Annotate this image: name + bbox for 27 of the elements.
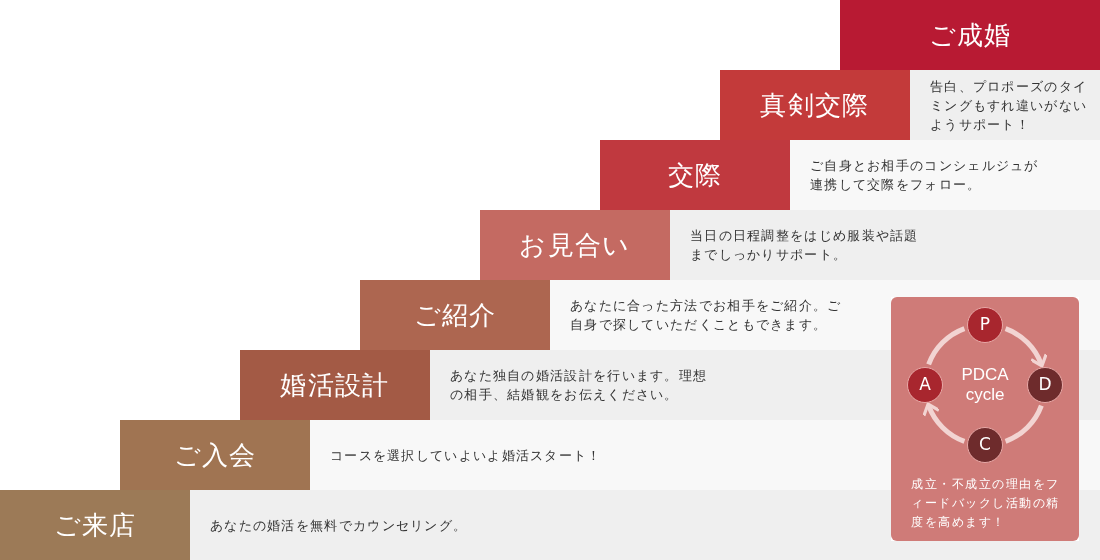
cycle-arrow [1004,326,1048,368]
step-title: 真剣交際 [720,70,910,140]
step-description: 当日の日程調整をはじめ服装や話題までしっかりサポート。 [690,227,920,264]
step-title: ご来店 [0,490,190,560]
step-description: あなた独自の婚活設計を行います。理想の相手、結婚観をお伝えください。 [450,367,709,404]
step-band [480,210,1100,280]
panel-note: 成立・不成立の理由をフィードバックし活動の精度を高めます！ [911,476,1061,531]
step-description: 告白、プロポーズのタイミングもすれ違いがないようサポート！ [930,77,1089,134]
step-description: あなたの婚活を無料でカウンセリング。 [210,516,469,535]
step-title: ご入会 [120,420,310,490]
step-title: ご紹介 [360,280,550,350]
pdca-panel [891,297,1079,541]
step-description: ご自身とお相手のコンシェルジュが連携して交際をフォロー。 [810,157,1040,194]
cycle-label: PDCA cycle [960,365,1010,405]
step-title: ご成婚 [840,0,1100,70]
step-title: 婚活設計 [240,350,430,420]
cycle-arrow [922,402,966,444]
step-description: あなたに合った方法でお相手をご紹介。ご自身で探していただくこともできます。 [570,297,843,334]
step-band [720,70,1100,140]
step-band [600,140,1100,210]
step-band [0,490,891,560]
step-title: お見合い [480,210,670,280]
step-title: 交際 [600,140,790,210]
step-band [120,420,891,490]
step-description: コースを選択していよいよ婚活スタート！ [330,446,603,465]
step-band [240,350,891,420]
step-band [360,280,891,350]
